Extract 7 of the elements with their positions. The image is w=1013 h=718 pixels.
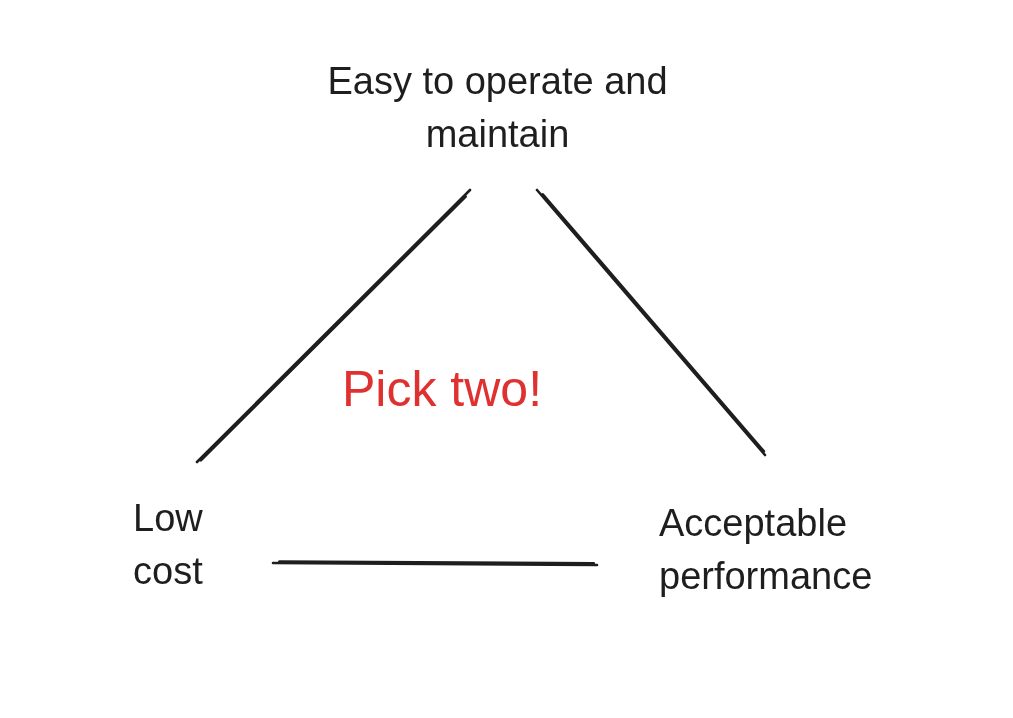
connector-line	[535, 188, 767, 457]
connector-line	[271, 560, 599, 567]
connector-line	[195, 188, 472, 464]
annotation-text: Pick two!	[342, 360, 543, 418]
node-label: Acceptable performance	[659, 500, 874, 599]
node-label: Easy to operate and maintain	[326, 59, 669, 158]
node-label: Low cost	[133, 495, 204, 594]
